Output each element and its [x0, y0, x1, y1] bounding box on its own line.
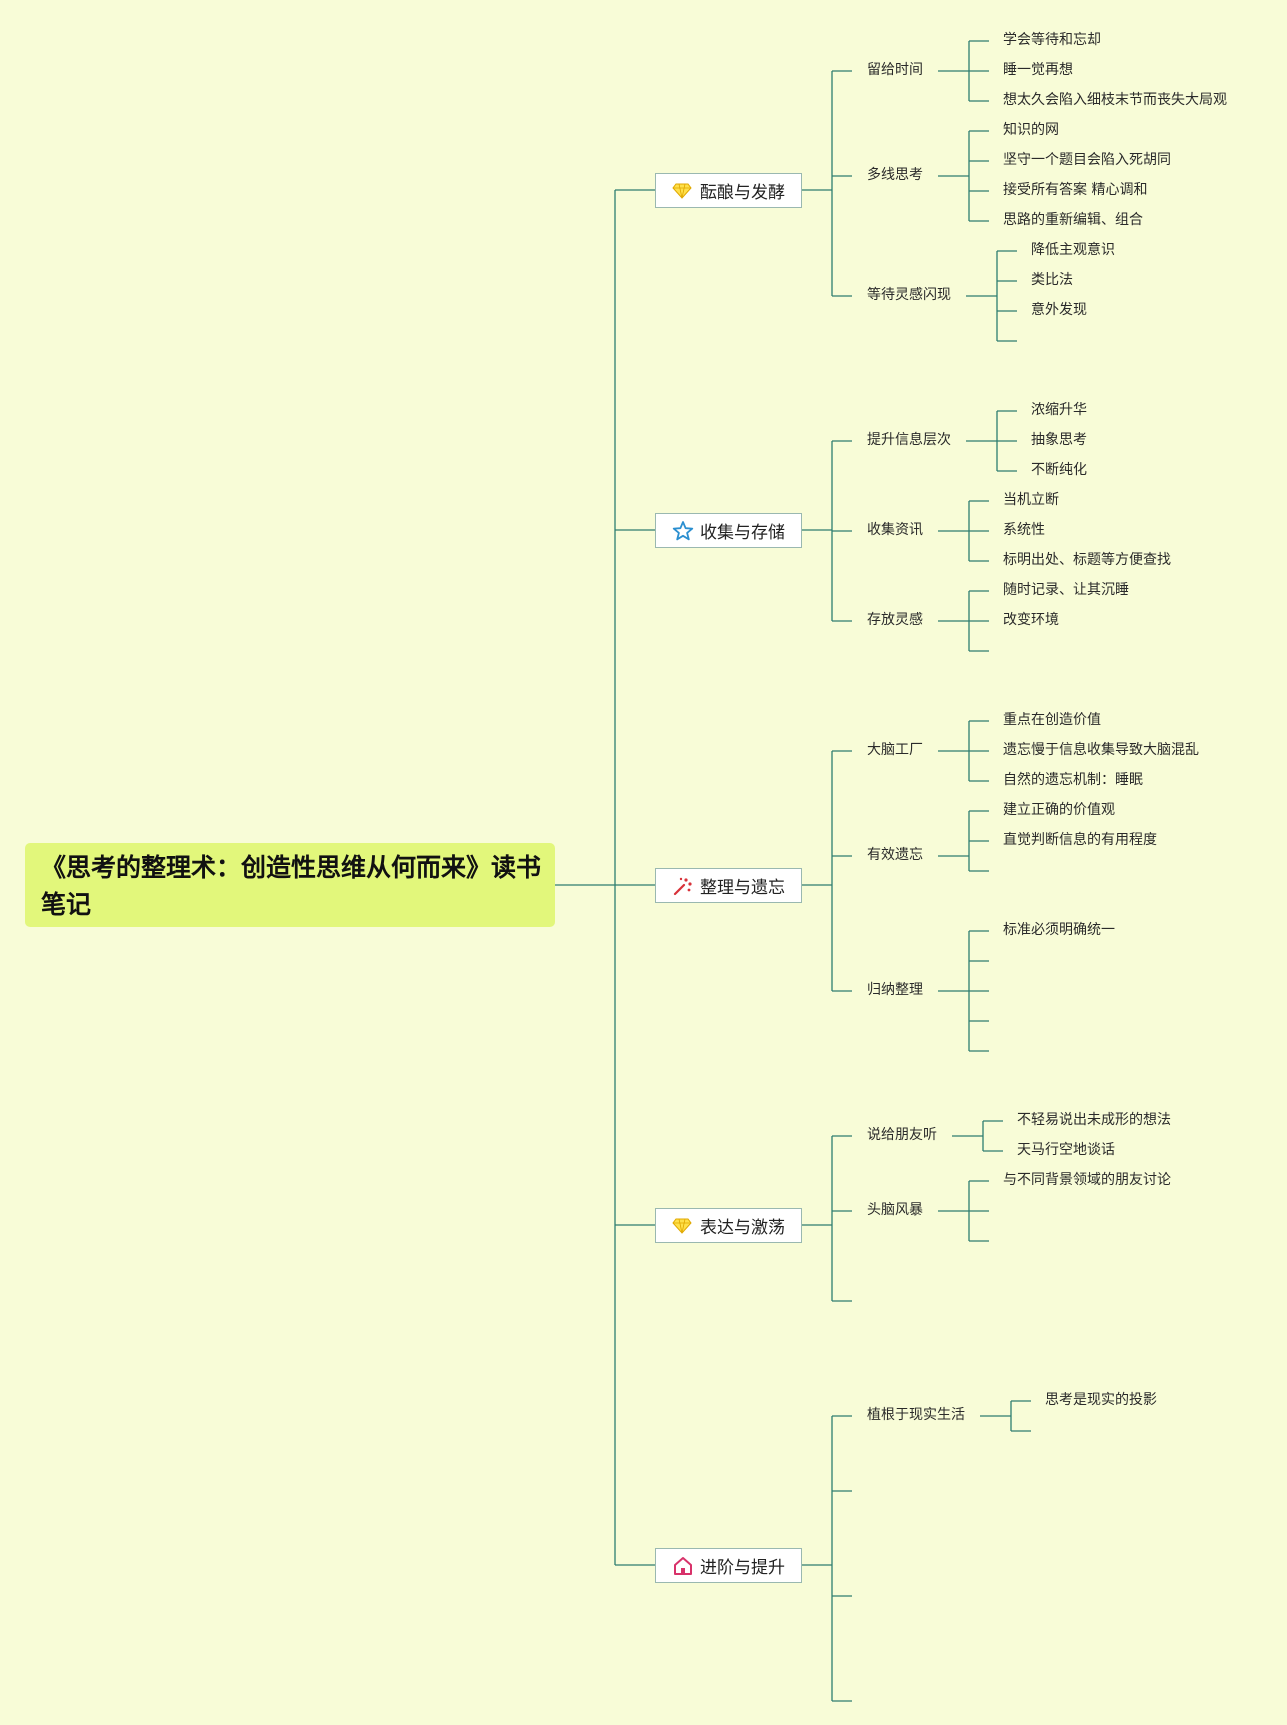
- leaf-topic[interactable]: 自然的遗忘机制：睡眠: [1003, 772, 1143, 788]
- leaf-topic[interactable]: 遗忘慢于信息收集导致大脑混乱: [1003, 742, 1199, 758]
- leaf-topic[interactable]: 抽象思考: [1031, 432, 1087, 448]
- leaf-topic[interactable]: 建立正确的价值观: [1003, 802, 1115, 818]
- diamond-icon: [672, 1215, 694, 1237]
- subtopic[interactable]: 提升信息层次: [867, 432, 951, 448]
- leaf-topic[interactable]: 标明出处、标题等方便查找: [1003, 552, 1171, 568]
- leaf-topic[interactable]: 思考是现实的投影: [1045, 1392, 1157, 1408]
- subtopic[interactable]: 留给时间: [867, 62, 923, 78]
- branch-topic[interactable]: 整理与遗忘: [655, 868, 802, 903]
- subtopic[interactable]: 收集资讯: [867, 522, 923, 538]
- subtopic[interactable]: 大脑工厂: [867, 742, 923, 758]
- leaf-topic[interactable]: 知识的网: [1003, 122, 1059, 138]
- branch-topic[interactable]: 表达与激荡: [655, 1208, 802, 1243]
- branch-label: 酝酿与发酵: [700, 183, 785, 203]
- subtopic[interactable]: 归纳整理: [867, 982, 923, 998]
- leaf-topic[interactable]: 坚守一个题目会陷入死胡同: [1003, 152, 1171, 168]
- leaf-topic[interactable]: 降低主观意识: [1031, 242, 1115, 258]
- leaf-topic[interactable]: 思路的重新编辑、组合: [1003, 212, 1143, 228]
- leaf-topic[interactable]: 直觉判断信息的有用程度: [1003, 832, 1157, 848]
- leaf-topic[interactable]: 标准必须明确统一: [1003, 922, 1115, 938]
- leaf-topic[interactable]: 接受所有答案 精心调和: [1003, 182, 1148, 198]
- leaf-topic[interactable]: 天马行空地谈话: [1017, 1142, 1115, 1158]
- root-title: 《思考的整理术：创造性思维从何而来》读书笔记: [41, 853, 542, 919]
- subtopic[interactable]: 存放灵感: [867, 612, 923, 628]
- leaf-topic[interactable]: 类比法: [1031, 272, 1073, 288]
- leaf-topic[interactable]: 随时记录、让其沉睡: [1003, 582, 1129, 598]
- subtopic[interactable]: 说给朋友听: [867, 1127, 937, 1143]
- root-topic[interactable]: 《思考的整理术：创造性思维从何而来》读书笔记: [25, 843, 555, 927]
- leaf-topic[interactable]: 意外发现: [1031, 302, 1087, 318]
- branch-topic[interactable]: 收集与存储: [655, 513, 802, 548]
- home-icon: [672, 1555, 694, 1577]
- leaf-topic[interactable]: 改变环境: [1003, 612, 1059, 628]
- leaf-topic[interactable]: 学会等待和忘却: [1003, 32, 1101, 48]
- subtopic[interactable]: 有效遗忘: [867, 847, 923, 863]
- subtopic[interactable]: 植根于现实生活: [867, 1407, 965, 1423]
- leaf-topic[interactable]: 与不同背景领域的朋友讨论: [1003, 1172, 1171, 1188]
- sparkle-icon: [672, 875, 694, 897]
- star-icon: [672, 520, 694, 542]
- diamond-icon: [672, 180, 694, 202]
- branch-topic[interactable]: 进阶与提升: [655, 1548, 802, 1583]
- branch-label: 收集与存储: [700, 523, 785, 543]
- leaf-topic[interactable]: 不轻易说出未成形的想法: [1017, 1112, 1171, 1128]
- subtopic[interactable]: 多线思考: [867, 167, 923, 183]
- leaf-topic[interactable]: 重点在创造价值: [1003, 712, 1101, 728]
- leaf-topic[interactable]: 当机立断: [1003, 492, 1059, 508]
- leaf-topic[interactable]: 不断纯化: [1031, 462, 1087, 478]
- branch-topic[interactable]: 酝酿与发酵: [655, 173, 802, 208]
- leaf-topic[interactable]: 睡一觉再想: [1003, 62, 1073, 78]
- leaf-topic[interactable]: 系统性: [1003, 522, 1045, 538]
- subtopic[interactable]: 等待灵感闪现: [867, 287, 951, 303]
- branch-label: 整理与遗忘: [700, 878, 785, 898]
- leaf-topic[interactable]: 想太久会陷入细枝末节而丧失大局观: [1003, 92, 1227, 108]
- branch-label: 进阶与提升: [700, 1558, 785, 1578]
- branch-label: 表达与激荡: [700, 1218, 785, 1238]
- subtopic[interactable]: 头脑风暴: [867, 1202, 923, 1218]
- leaf-topic[interactable]: 浓缩升华: [1031, 402, 1087, 418]
